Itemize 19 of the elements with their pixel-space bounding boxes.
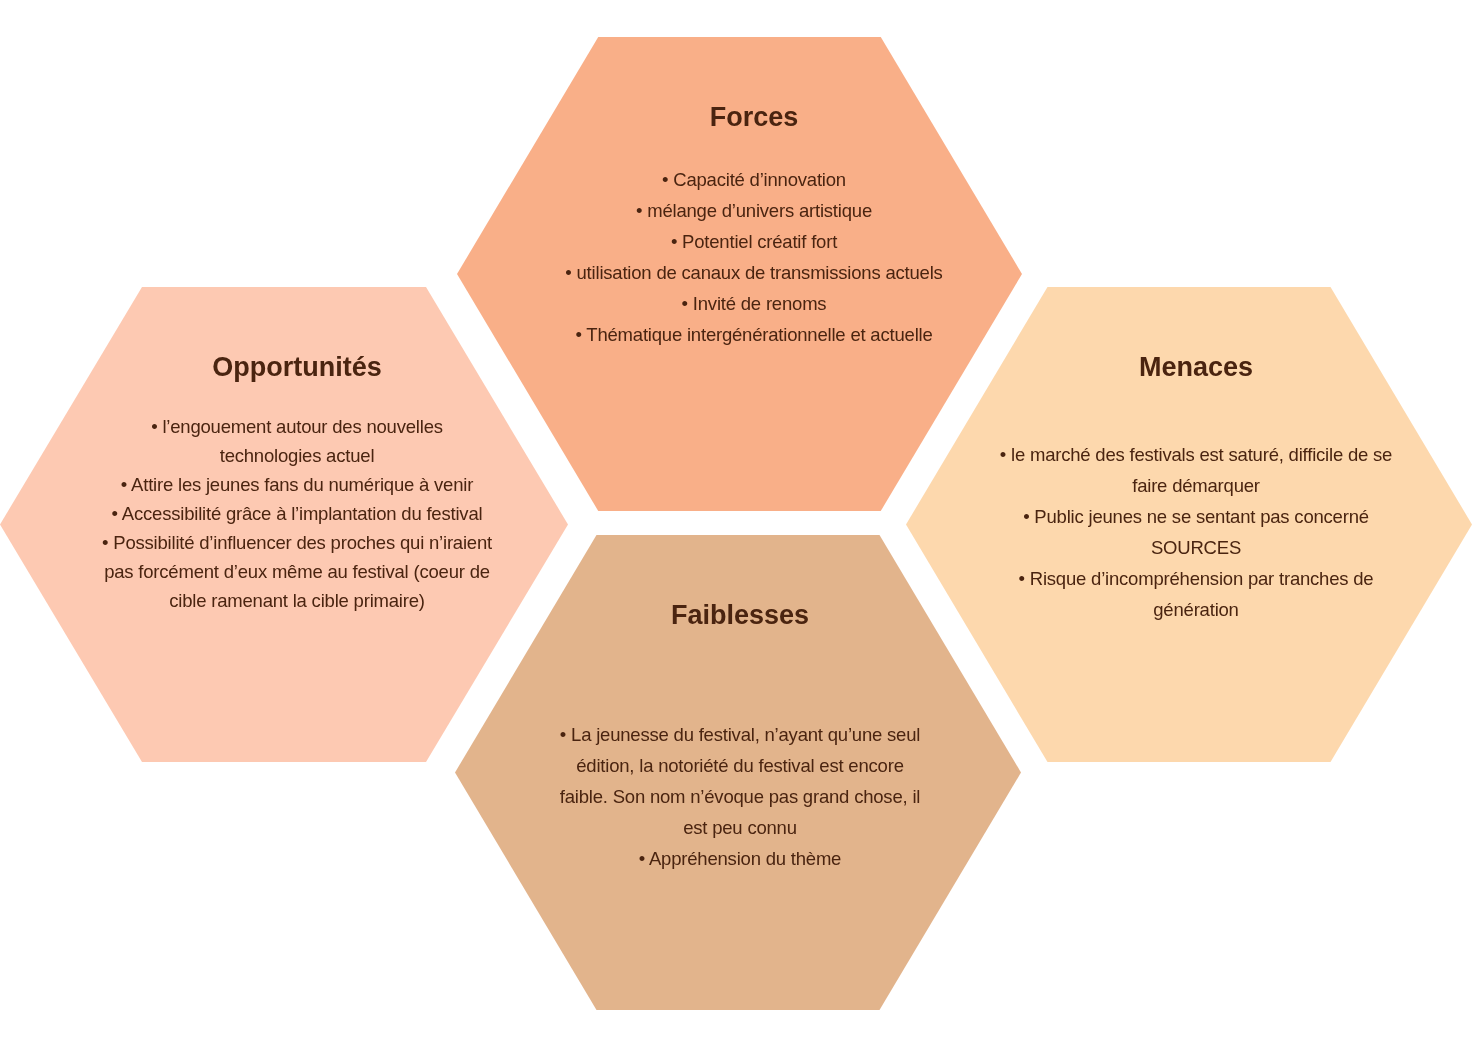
bullet-point: • utilisation de canaux de transmissions actuels (564, 261, 944, 285)
bullet-point: • Possibilité d’influencer des proches qui n’iraient pas forcément d’eux même au festival (coeur de cible ramenant la cible primaire) (102, 531, 492, 613)
bullet-point: • Potentiel créatif fort (669, 230, 839, 254)
bullet-point: • Capacité d’innovation (661, 168, 847, 192)
bullet-point: • Thématique intergénérationnelle et actuelle (574, 323, 934, 347)
section-heading: Faiblesses (669, 599, 811, 632)
bullet-point: • La jeunesse du festival, n’ayant qu’une seul édition, la notoriété du festival est encore faible. Son nom n’évoque pas grand chose, il est peu connu (558, 723, 922, 840)
bullet-point: • mélange d’univers artistique (635, 199, 873, 223)
section-heading: Forces (708, 101, 800, 134)
section-heading: Menaces (1137, 351, 1255, 384)
bullet-point: • Appréhension du thème (637, 847, 843, 871)
section-heading: Opportunités (211, 351, 383, 384)
bullet-point: • Invité de renoms (680, 292, 828, 316)
bullet-point: • le marché des festivals est saturé, difficile de se faire démarquer (998, 443, 1394, 498)
bullet-point: • Public jeunes ne se sentant pas concerné SOURCES (1022, 505, 1370, 560)
bullet-point: • l’engouement autour des nouvelles technologies actuel (150, 415, 444, 468)
bullet-point: • Accessibilité grâce à l’implantation du festival (110, 502, 484, 526)
bullet-point: • Risque d’incompréhension par tranches de génération (1017, 567, 1375, 622)
bullet-point: • Attire les jeunes fans du numérique à venir (119, 473, 475, 497)
